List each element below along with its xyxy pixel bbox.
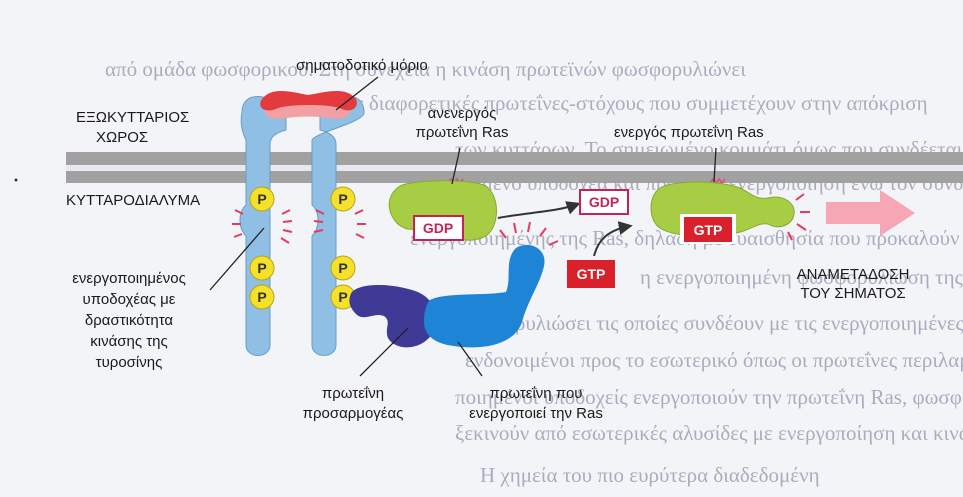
burst-line: [281, 209, 291, 215]
leader-lines: [209, 76, 717, 377]
signal-relay-label: ΤΟΥ ΣΗΜΑΤΟΣ: [800, 285, 905, 302]
receptor-left-chain: [239, 96, 287, 356]
burst-line: [513, 222, 517, 234]
phosphate-label: P: [338, 260, 347, 276]
extracellular-label: ΕΞΩΚΥΤΤΑΡΙΟΣ: [76, 109, 189, 126]
background-text-line: να προς διαφορετικές πρωτεΐνες-στόχους π…: [298, 91, 928, 115]
phosphate-label: P: [257, 191, 266, 207]
ras-activator-burst: [499, 221, 559, 246]
active-ras: GTP: [650, 177, 810, 244]
leader-line-signal: [335, 76, 379, 111]
gtp-bound-label: GTP: [694, 222, 723, 238]
receptor: [239, 96, 365, 356]
leader-line-inactive-ras: [451, 147, 461, 185]
adaptor-protein: [349, 285, 437, 348]
burst-line: [313, 220, 324, 223]
burst-line: [280, 237, 290, 244]
phosphate-label: P: [338, 289, 347, 305]
gdp-bound-label: GDP: [423, 220, 453, 236]
gdp-release-arrow: [497, 201, 581, 219]
gtp-binding-arrow: [593, 221, 633, 257]
background-text-line: από ομάδα φωσφορικού. Στη συνέχεια η κιν…: [105, 57, 746, 81]
background-text-line: φωσφορυλιώσει τις οποίες συνδέουν με τις…: [455, 311, 963, 335]
signal-molecule-label: σηματοδοτικό μόριο: [296, 57, 428, 74]
phosphate-circle: [330, 186, 356, 212]
burst-line: [795, 193, 805, 201]
burst-line: [315, 209, 325, 215]
adaptor-label: προσαρμογέας: [303, 405, 404, 422]
burst-line: [313, 229, 324, 233]
ras-activating-protein: [424, 221, 559, 348]
phosphate-label: P: [257, 260, 266, 276]
membrane-middle-gap: [66, 165, 963, 171]
active-ras-label: ενεργός πρωτεΐνη Ras: [614, 124, 764, 141]
burst-line: [787, 231, 793, 241]
background-text-line: ποιημένοι υποδοχείς ενεργοποιούν την πρω…: [455, 385, 963, 409]
cytosol-label: ΚΥΤΤΑΡΟΔΙΑΛΥΜΑ: [66, 192, 200, 209]
cell-membrane: [66, 152, 963, 183]
leader-line-receptor: [209, 227, 265, 291]
membrane-inner-layer: [66, 171, 963, 183]
adaptor-label: πρωτεΐνη: [322, 385, 384, 402]
burst-line: [499, 229, 507, 239]
gtp-free-label: GTP: [577, 266, 606, 282]
leader-line-active-ras: [713, 147, 717, 183]
ras-anchor: [709, 177, 726, 185]
background-text-line: η ενεργοποιημένη φωσφορυλίωση της πρωτεΐ…: [640, 265, 963, 289]
receptor-label: δραστικότητα: [85, 312, 173, 329]
burst-line: [355, 233, 365, 239]
burst-line: [796, 223, 807, 231]
gtp-box-bound-inner: [684, 217, 732, 242]
inactive-ras-label: ανενεργός: [428, 105, 497, 122]
phosphate-label: P: [338, 191, 347, 207]
phosphate-circle: [249, 255, 275, 281]
gdp-box-released: [579, 189, 629, 215]
receptor-activation-burst: [232, 209, 366, 244]
gdp-released-label: GDP: [589, 194, 619, 210]
burst-line: [282, 229, 293, 233]
ras-activator-label: πρωτεΐνη που: [489, 385, 582, 402]
gdp-box-bound: [413, 215, 464, 241]
phosphate-label: P: [257, 289, 266, 305]
signal-relay-arrow: [826, 190, 915, 236]
diagram-labels: σηματοδοτικό μόριο ΕΞΩΚΥΤΤΑΡΙΟΣ ΧΩΡΟΣ ΚΥ…: [66, 57, 909, 422]
leader-line-ras-activator: [457, 341, 483, 377]
leader-line-adaptor: [359, 327, 409, 377]
phosphate-circle: [249, 284, 275, 310]
burst-line: [234, 209, 244, 215]
phosphate-circle: [249, 186, 275, 212]
burst-line: [233, 233, 243, 238]
burst-line: [282, 220, 293, 223]
nucleotide-exchange-arrows: GDP GTP: [497, 189, 633, 288]
phosphate-group: P P P P P P: [249, 186, 356, 310]
gtp-box-free: [567, 260, 615, 288]
burst-line: [539, 227, 547, 237]
active-ras-burst: [787, 193, 810, 241]
receptor-label: υποδοχέας με: [83, 291, 176, 308]
inactive-ras: GDP: [388, 177, 497, 241]
extracellular-label: ΧΩΡΟΣ: [96, 129, 148, 146]
ras-activator-label: ενεργοποιεί την Ras: [469, 405, 603, 422]
signal-molecule: [260, 90, 357, 119]
burst-line: [548, 240, 559, 246]
signal-relay-label: ΑΝΑΜΕΤΑΔΟΣΗ: [797, 266, 910, 283]
background-text-line: Η χημεία του πιο ευρύτερα διαδεδομένη: [480, 463, 820, 487]
receptor-label: τυροσίνης: [96, 354, 163, 371]
ras-activating-protein-body: [424, 244, 545, 348]
receptor-right-chain: [311, 96, 365, 356]
inactive-ras-label: πρωτεΐνη Ras: [415, 124, 508, 141]
stray-dot: [14, 178, 18, 182]
membrane-outer-layer: [66, 152, 963, 165]
receptor-label: ενεργοποιημένος: [72, 270, 186, 287]
background-text-line: ενδονοιμένοι προς το εσωτερικό όπως οι π…: [465, 348, 963, 372]
receptor-label: κινάσης της: [90, 333, 168, 350]
phosphate-circle: [330, 255, 356, 281]
background-text-line: ξεκινούν από εσωτερικές αλυσίδες με ενερ…: [455, 421, 963, 445]
signal-molecule-red-body: [260, 90, 357, 111]
burst-line: [354, 209, 364, 215]
burst-line: [527, 221, 531, 233]
